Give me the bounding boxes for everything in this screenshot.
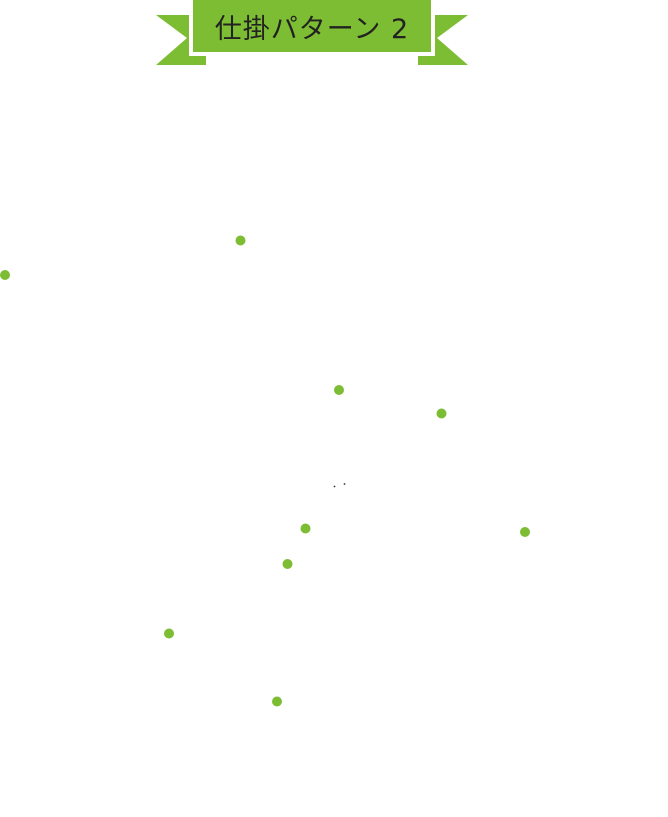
- marker-point: [0, 270, 10, 280]
- marker-point: [282, 559, 293, 569]
- marker-point: [235, 235, 246, 246]
- marker-point: [520, 527, 530, 537]
- banner-title: 仕掛パターン 2: [214, 13, 410, 45]
- ribbon-band: [193, 0, 431, 52]
- pattern-title-banner: 仕掛パターン 2: [156, 0, 468, 66]
- ribbon-shape: [156, 0, 468, 65]
- marker-point: [164, 628, 174, 639]
- marker-point: [300, 523, 311, 534]
- marker-point: [436, 408, 447, 419]
- center-mark: [333, 485, 336, 488]
- marker-point: [272, 696, 282, 707]
- marker-point: [334, 385, 344, 395]
- center-mark: [343, 483, 346, 485]
